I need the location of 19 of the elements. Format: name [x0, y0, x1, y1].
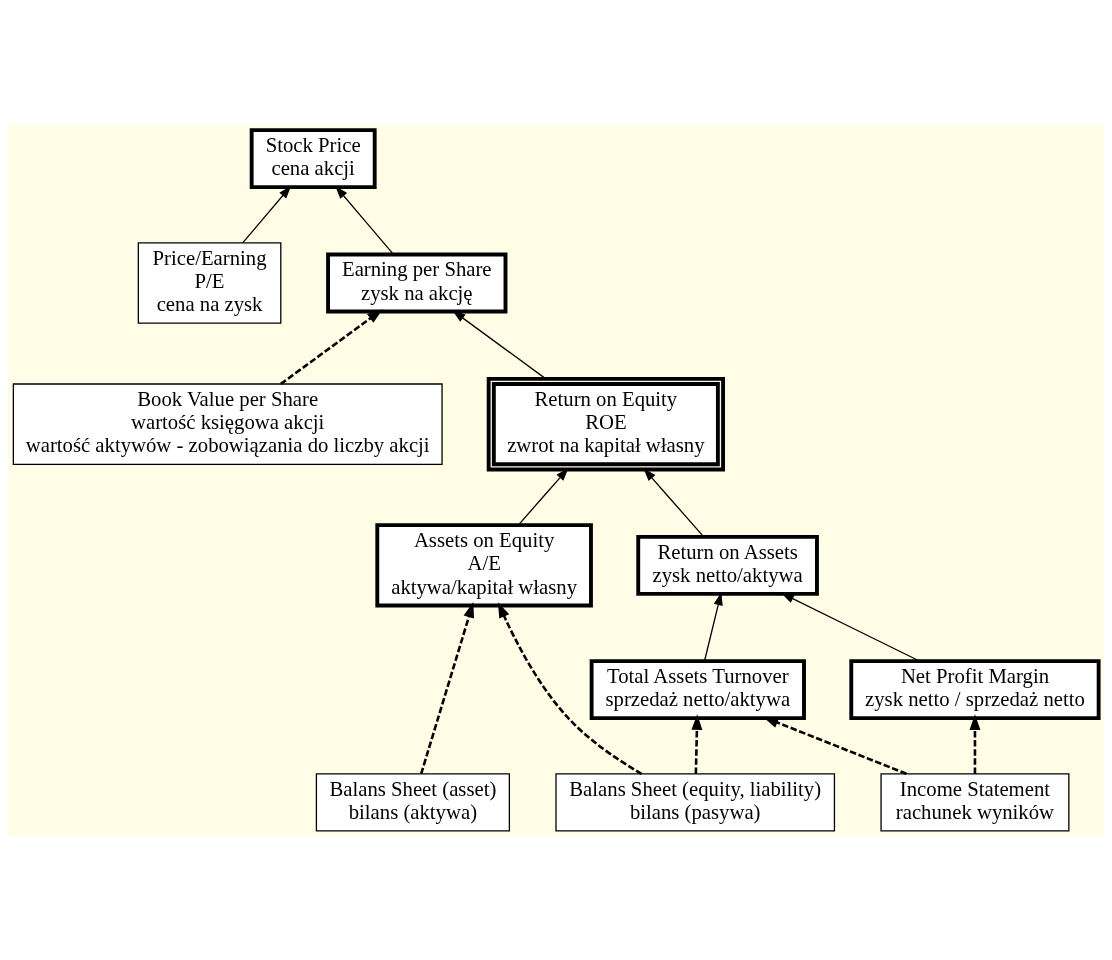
- node-box: Balans Sheet (equity, liability) bilans (pasywa): [555, 772, 836, 831]
- node-box: Income Statement rachunek wyników: [880, 772, 1070, 831]
- arrow: [497, 601, 643, 775]
- node-box: Net Profit Margin zysk netto / sprzedaż netto: [849, 658, 1101, 720]
- arrow: [419, 601, 474, 774]
- arrow: [280, 308, 383, 385]
- node-box: Balans Sheet (asset) bilans (aktywa): [315, 772, 511, 831]
- node-box: Book Value per Share wartość księgowa akcji wartość aktywów - zobowiązania do liczby akcji: [12, 382, 443, 465]
- node-box: Return on Assets zysk netto/aktywa: [636, 534, 819, 596]
- node-box: Earning per Share zysk na akcję: [326, 252, 508, 313]
- node-box: Return on Equity ROE zwrot na kapitał własny: [486, 376, 725, 471]
- arrow: [762, 716, 907, 775]
- node-box: Stock Price cena akcji: [249, 127, 377, 189]
- node-box: Total Assets Turnover sprzedaż netto/aktywa: [589, 658, 806, 720]
- node-box: Assets on Equity A/E aktywa/kapitał własny: [375, 522, 593, 607]
- arrow: [969, 713, 981, 774]
- node-box: Price/Earning P/E cena na zysk: [137, 241, 282, 324]
- arrow: [781, 592, 921, 662]
- arrow: [691, 713, 703, 774]
